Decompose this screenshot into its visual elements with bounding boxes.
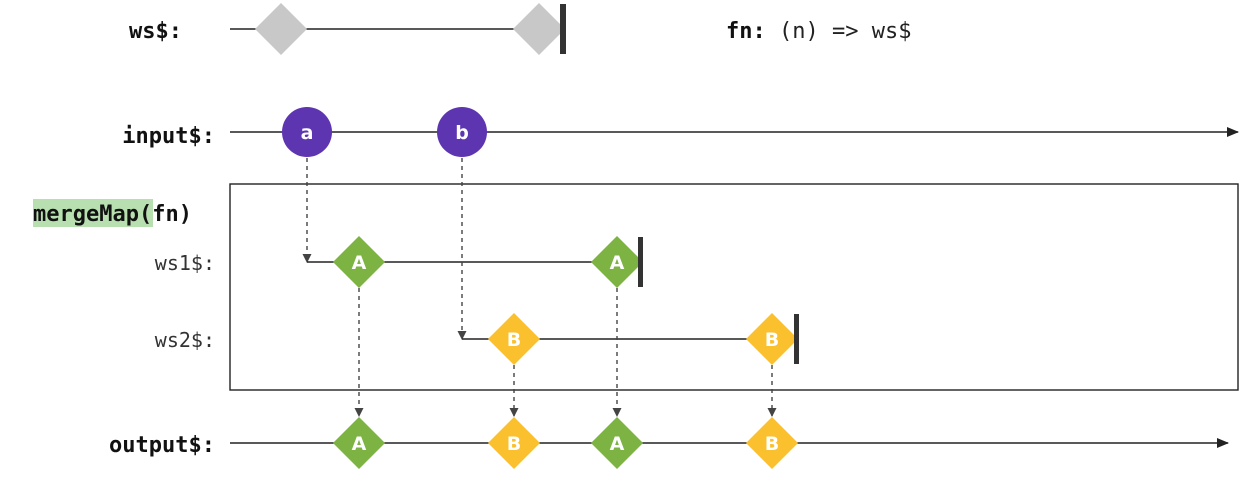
ws2-complete-bar	[794, 314, 799, 364]
input-marble-a-label: a	[301, 122, 314, 144]
input-marble-b	[437, 107, 487, 157]
fn-value: (n) => ws$	[766, 19, 912, 44]
ws1-complete-bar	[638, 237, 643, 287]
output-marble-A-1	[333, 417, 385, 469]
ws1-marble-A-1	[333, 236, 385, 288]
ws1-marble-A-2	[591, 236, 643, 288]
ws1-marble-A-1-label: A	[352, 252, 367, 274]
ws-gray-diamond-1	[255, 3, 307, 55]
ws2-stream-label: ws2$:	[155, 328, 215, 352]
operator-highlight	[33, 199, 153, 227]
output-stream-label: output$:	[109, 433, 215, 458]
output-marble-B-2-label: B	[765, 433, 779, 455]
output-marble-B-1-label: B	[507, 433, 521, 455]
output-marble-B-1	[488, 417, 540, 469]
ws1-marble-A-2-label: A	[610, 252, 625, 274]
ws-gray-diamond-2	[513, 3, 565, 55]
input-stream-label: input$:	[122, 124, 215, 149]
input-marble-a	[282, 107, 332, 157]
ws2-marble-B-1	[488, 313, 540, 365]
ws2-marble-B-2-label: B	[765, 329, 779, 351]
ws2-marble-B-1-label: B	[507, 329, 521, 351]
operator-label: mergeMap(fn)	[33, 202, 192, 227]
ws-complete-bar	[560, 4, 566, 54]
ws2-marble-B-2	[746, 313, 798, 365]
fn-signature: fn: (n) => ws$	[726, 19, 911, 44]
operator-name: mergeMap	[33, 202, 139, 227]
operator-args: (fn)	[139, 202, 192, 227]
output-marble-B-2	[746, 417, 798, 469]
operator-box	[229, 183, 1239, 391]
fn-key: fn:	[726, 19, 766, 44]
input-marble-b-label: b	[455, 122, 469, 144]
ws-stream-label: ws$:	[129, 19, 182, 44]
output-marble-A-2	[591, 417, 643, 469]
output-marble-A-2-label: A	[610, 433, 625, 455]
ws1-stream-label: ws1$:	[155, 251, 215, 275]
output-marble-A-1-label: A	[352, 433, 367, 455]
